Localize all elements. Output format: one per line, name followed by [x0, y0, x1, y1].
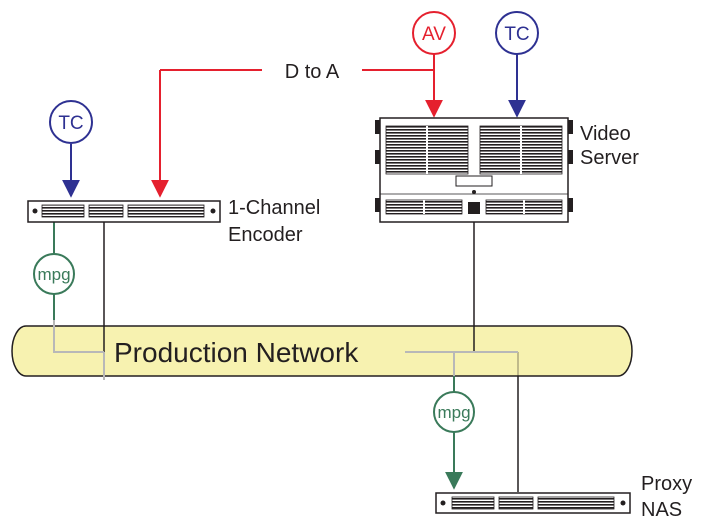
mpg-proxy-node: mpg — [434, 392, 474, 432]
d-to-a-label: D to A — [285, 61, 340, 83]
proxy-nas-label-line1: Proxy — [641, 473, 692, 495]
mpg-proxy-node-label: mpg — [437, 403, 470, 422]
tc-server-node: TC — [496, 12, 538, 54]
tc-server-node-label: TC — [504, 24, 529, 45]
encoder-label-line2: Encoder — [228, 224, 303, 246]
tc-encoder-node: TC — [50, 101, 92, 143]
av-node-label: AV — [422, 24, 446, 45]
proxy-nas-device — [436, 493, 630, 513]
encoder-label-line1: 1-Channel — [228, 197, 320, 219]
tc-encoder-node-label: TC — [58, 113, 83, 134]
video-server-label-line2: Server — [580, 147, 639, 169]
video-server-device — [375, 118, 573, 222]
mpg-encoder-node-label: mpg — [37, 265, 70, 284]
mpg-encoder-node: mpg — [34, 254, 74, 294]
proxy-nas-label-line2: NAS — [641, 499, 682, 521]
encoder-device — [28, 201, 220, 222]
production-network-label: Production Network — [114, 337, 359, 368]
video-server-label-line1: Video — [580, 123, 631, 145]
av-node: AV — [413, 12, 455, 54]
